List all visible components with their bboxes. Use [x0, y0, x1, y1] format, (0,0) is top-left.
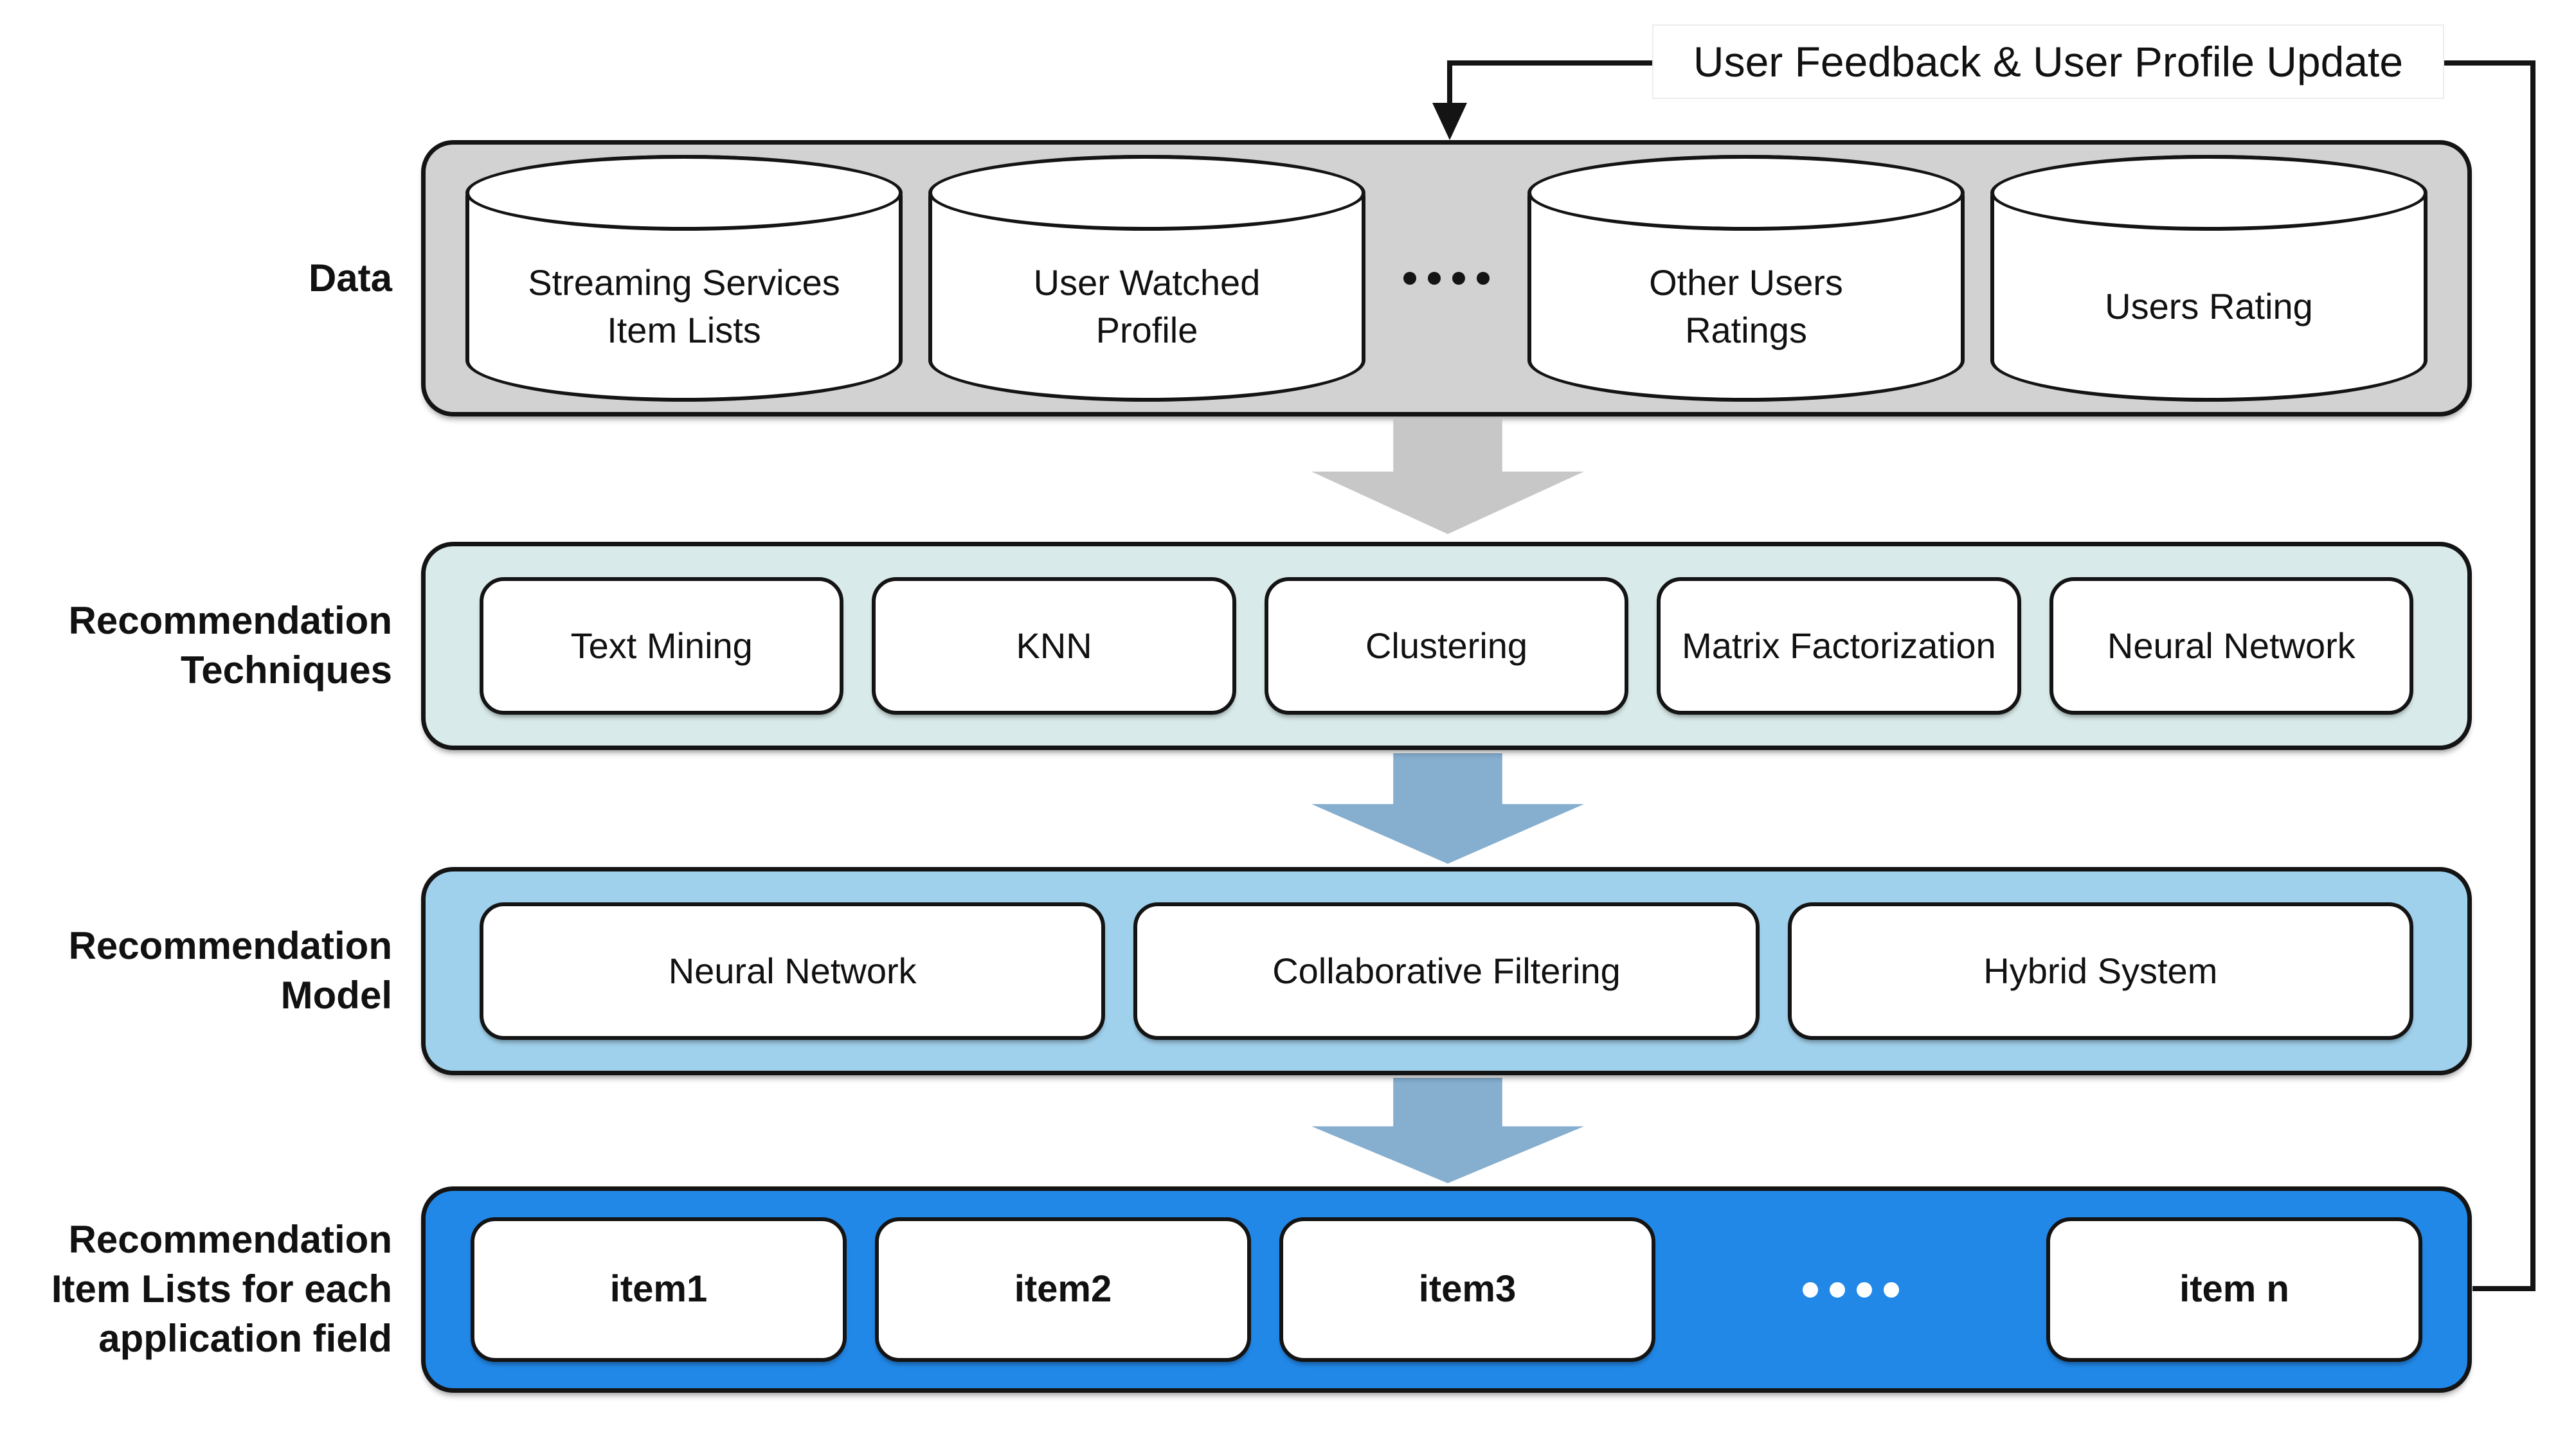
- row-label-items-line2: Item Lists for each: [51, 1267, 392, 1311]
- row-label-model-line2: Model: [280, 974, 392, 1017]
- database-cylinder-streaming-services: Streaming Services Item Lists: [465, 155, 903, 402]
- row-label-techniques: Recommendation Techniques: [0, 542, 392, 750]
- cylinder-label-line2: Profile: [1095, 310, 1198, 350]
- model-row: Neural Network Collaborative Filtering H…: [421, 867, 2472, 1075]
- feedback-loop-label: User Feedback & User Profile Update: [1652, 24, 2444, 99]
- row-label-items-line1: Recommendation: [68, 1218, 392, 1262]
- dot: [1452, 272, 1465, 285]
- cylinder-label-line2: Ratings: [1685, 310, 1807, 350]
- ellipsis-dots-icon: [1684, 1282, 2018, 1298]
- data-row: Streaming Services Item Lists User Watch…: [421, 140, 2472, 416]
- dot: [1477, 272, 1490, 285]
- feedback-drop-line: [1447, 60, 1452, 107]
- feedback-right-line: [2530, 60, 2535, 1291]
- row-label-data-text: Data: [308, 256, 392, 299]
- model-box-hybrid-system: Hybrid System: [1787, 902, 2413, 1040]
- feedback-stub-line: [2472, 1286, 2535, 1291]
- cylinder-label: Streaming Services Item Lists: [476, 231, 892, 382]
- dot: [1428, 272, 1441, 285]
- model-box-collaborative-filtering: Collaborative Filtering: [1133, 902, 1760, 1040]
- cylinder-label: Users Rating: [2001, 231, 2417, 382]
- technique-box-clustering: Clustering: [1264, 577, 1629, 715]
- dot: [1857, 1282, 1872, 1298]
- row-label-model: Recommendation Model: [0, 867, 392, 1075]
- fat-down-arrow-icon: [1311, 753, 1584, 864]
- cylinder-label: User Watched Profile: [939, 231, 1355, 382]
- technique-box-matrix-factorization: Matrix Factorization: [1657, 577, 2021, 715]
- cylinder-label-line1: Users Rating: [2105, 286, 2313, 327]
- row-label-items-line3: application field: [98, 1316, 392, 1360]
- technique-box-neural-network: Neural Network: [2049, 577, 2414, 715]
- item-box-3: item3: [1279, 1217, 1655, 1362]
- item-box-2: item2: [875, 1217, 1251, 1362]
- row-label-model-line1: Recommendation: [68, 924, 392, 968]
- fat-down-arrow-icon: [1311, 1078, 1584, 1183]
- dot: [1803, 1282, 1818, 1298]
- database-cylinder-other-users-ratings: Other Users Ratings: [1527, 155, 1965, 402]
- fat-down-arrow-icon: [1311, 418, 1584, 534]
- cylinder-label-line2: Item Lists: [607, 310, 761, 350]
- cylinder-label-line1: User Watched: [1033, 262, 1261, 303]
- techniques-row: Text Mining KNN Clustering Matrix Factor…: [421, 542, 2472, 750]
- down-arrowhead-icon: [1432, 103, 1467, 140]
- technique-box-text-mining: Text Mining: [480, 577, 844, 715]
- dot: [1403, 272, 1416, 285]
- item-box-1: item1: [471, 1217, 847, 1362]
- row-label-items: Recommendation Item Lists for each appli…: [0, 1186, 392, 1393]
- database-cylinder-user-watched-profile: User Watched Profile: [928, 155, 1365, 402]
- items-row: item1 item2 item3 item n: [421, 1186, 2472, 1393]
- cylinder-label-line1: Other Users: [1649, 262, 1843, 303]
- cylinder-label-line1: Streaming Services: [528, 262, 840, 303]
- technique-box-knn: KNN: [872, 577, 1236, 715]
- ellipsis-dots-icon: [1391, 272, 1502, 285]
- database-cylinder-users-rating: Users Rating: [1990, 155, 2427, 402]
- item-box-n: item n: [2046, 1217, 2422, 1362]
- model-box-neural-network: Neural Network: [480, 902, 1106, 1040]
- row-label-techniques-line2: Techniques: [181, 648, 392, 692]
- dot: [1884, 1282, 1899, 1298]
- dot: [1830, 1282, 1845, 1298]
- cylinder-label: Other Users Ratings: [1538, 231, 1954, 382]
- row-label-data: Data: [0, 140, 392, 416]
- row-label-techniques-line1: Recommendation: [68, 599, 392, 643]
